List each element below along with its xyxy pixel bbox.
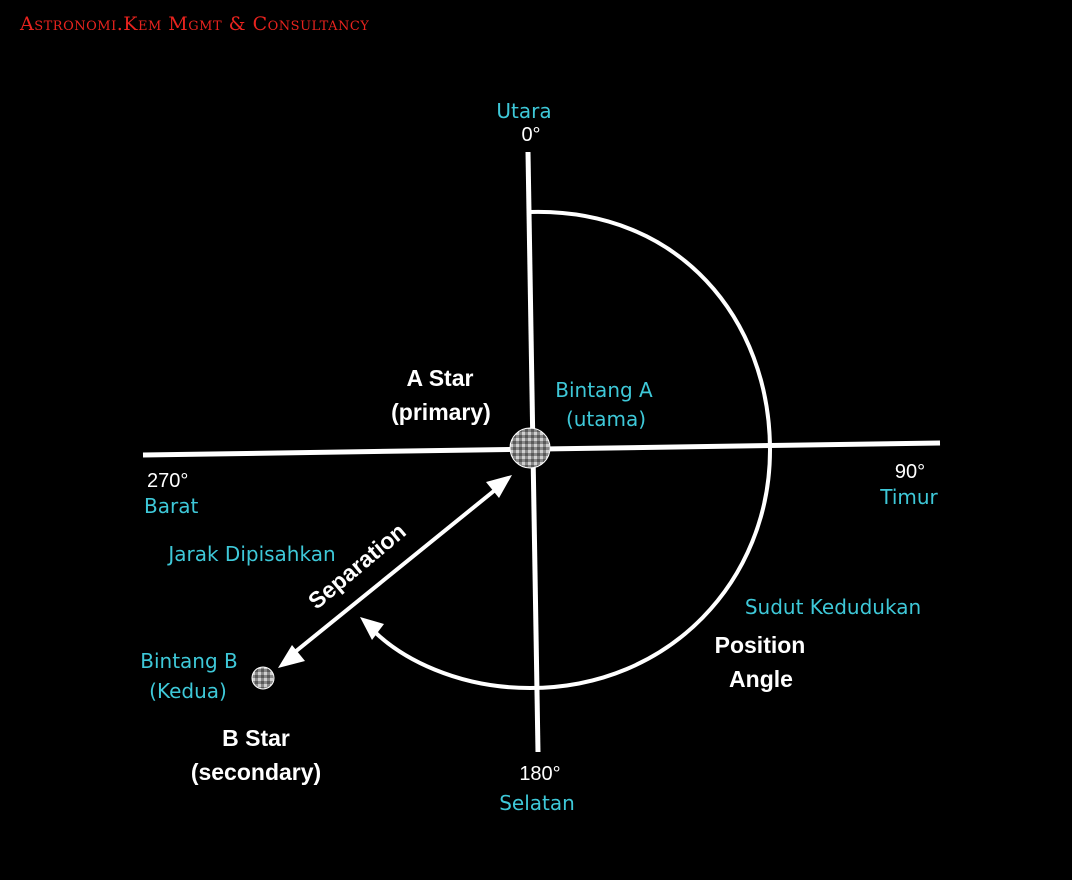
star-a-marker: [509, 427, 551, 469]
star-a-title: A Star: [407, 365, 474, 391]
star-a-local-title: Bintang A: [555, 378, 653, 402]
east-label: Timur: [879, 485, 938, 509]
position-angle-subtitle: Angle: [729, 666, 793, 692]
brand-title: Astronomi.Kem Mgmt & Consultancy: [19, 13, 369, 35]
position-angle-local-label: Sudut Kedudukan: [745, 595, 921, 619]
position-angle-arc: [366, 209, 773, 691]
separation-line: [288, 484, 502, 658]
south-label: Selatan: [499, 791, 575, 815]
west-degree: 270°: [147, 470, 188, 492]
star-b-marker: [251, 666, 275, 690]
separation-arrowhead-b: [278, 645, 305, 668]
star-b-local-subtitle: (Kedua): [149, 679, 227, 703]
star-b-subtitle: (secondary): [191, 759, 321, 785]
south-degree: 180°: [519, 763, 560, 785]
separation-arrowhead-a: [486, 475, 512, 498]
west-label: Barat: [144, 494, 198, 518]
star-a-local-subtitle: (utama): [566, 407, 646, 431]
separation-local-label: Jarak Dipisahkan: [166, 542, 335, 566]
position-angle-arrowhead: [360, 617, 384, 640]
star-b-title: B Star: [222, 725, 290, 751]
position-angle-title: Position: [715, 632, 806, 658]
star-a-subtitle: (primary): [391, 399, 491, 425]
star-b-local-title: Bintang B: [140, 649, 238, 673]
north-degree: 0°: [521, 124, 540, 146]
east-degree: 90°: [895, 461, 925, 483]
north-label: Utara: [496, 99, 551, 123]
